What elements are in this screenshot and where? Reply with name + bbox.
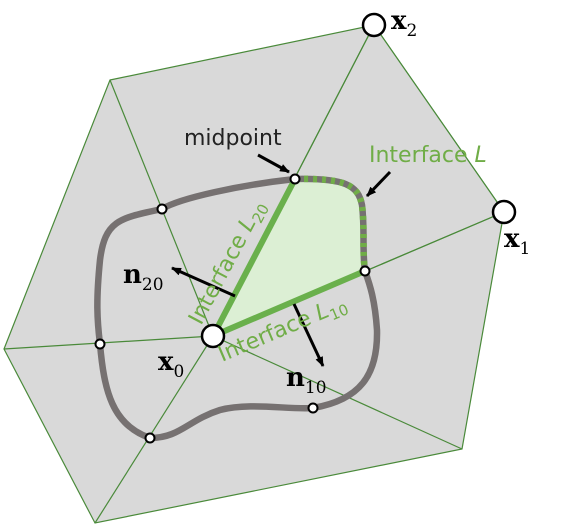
midpoint-marker-left (94, 338, 106, 350)
n20-label: n20 (123, 260, 164, 295)
node-x0 (200, 323, 226, 349)
x1-label: x1 (504, 224, 530, 259)
midpoint-marker-bottom-right (307, 402, 319, 414)
midpoint-marker-upper-left (156, 203, 168, 215)
midpoint-label: midpoint (184, 126, 282, 151)
interface-L10-line (211, 268, 367, 339)
midpoint-marker-right (359, 265, 371, 277)
midpoint-marker-bottom (144, 432, 156, 444)
x0-label: x0 (158, 347, 184, 382)
arrow-n10 (292, 303, 325, 367)
x2-label: x2 (391, 6, 417, 41)
midpoint-marker-top (289, 173, 301, 185)
edge-x0-bottom (94, 335, 214, 524)
arrow-n20 (171, 266, 236, 298)
n10-label: n10 (286, 363, 327, 398)
arrow-interface-L (365, 170, 392, 198)
control-volume-sector (213, 177, 365, 336)
edge-x0-bottom-right (212, 335, 463, 450)
midpoint-markers (94, 173, 371, 444)
node-x1 (491, 199, 517, 225)
interface-L20-line (210, 177, 298, 338)
control-volume-boundary (94, 175, 381, 442)
interface-L-label: Interface L (369, 143, 487, 168)
edge-x0-left (3, 335, 214, 350)
node-x2 (361, 12, 387, 38)
node-markers (200, 12, 517, 349)
arrow-midpoint (257, 153, 290, 174)
